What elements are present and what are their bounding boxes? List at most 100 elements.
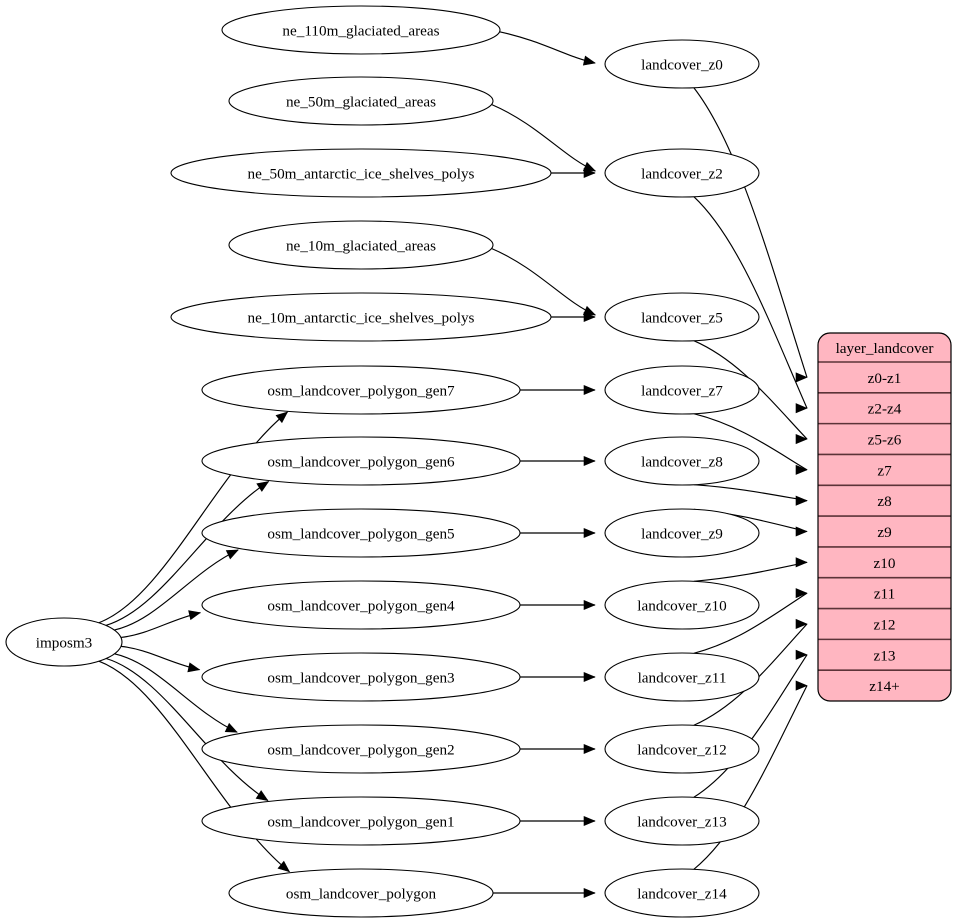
node-landcover_z9[interactable]: landcover_z9: [604, 508, 760, 558]
table-row-z2-z4[interactable]: z2-z4: [868, 401, 902, 418]
node-shape: [228, 220, 494, 270]
node-osm_landcover_polygon_gen6[interactable]: osm_landcover_polygon_gen6: [201, 436, 521, 486]
edge-imposm3-to-osm_landcover_polygon_gen2: [114, 653, 238, 733]
node-shape: [201, 436, 521, 486]
node-osm_landcover_polygon_gen7[interactable]: osm_landcover_polygon_gen7: [201, 365, 521, 415]
node-shape: [170, 148, 552, 198]
edge-imposm3-to-osm_landcover_polygon_gen3-arrowhead: [187, 662, 201, 673]
node-label: landcover_z12: [637, 742, 726, 759]
node-landcover_z0[interactable]: landcover_z0: [604, 39, 760, 89]
node-shape: [604, 365, 760, 415]
table-row-z9[interactable]: z9: [877, 524, 891, 541]
edge-imposm3-to-osm_landcover_polygon_gen7: [98, 411, 288, 624]
table-row-z5-z6[interactable]: z5-z6: [868, 432, 902, 449]
table-outline: [817, 332, 952, 702]
node-landcover_z11[interactable]: landcover_z11: [604, 652, 760, 702]
edge-landcover_z13-to-layer_landcover-z13-arrowhead: [795, 649, 808, 660]
node-landcover_z2[interactable]: landcover_z2: [604, 148, 760, 198]
node-label: ne_10m_antarctic_ice_shelves_polys: [248, 310, 475, 327]
node-landcover_z5[interactable]: landcover_z5: [604, 292, 760, 342]
node-osm_landcover_polygon_gen3[interactable]: osm_landcover_polygon_gen3: [201, 652, 521, 702]
edge-ne_10m_glaciated_areas-to-landcover_z5: [491, 247, 596, 316]
node-shape: [604, 148, 760, 198]
table-background: [818, 333, 951, 701]
node-label: osm_landcover_polygon_gen5: [267, 526, 454, 543]
table-row-z10[interactable]: z10: [874, 555, 896, 572]
node-landcover_z10[interactable]: landcover_z10: [604, 580, 760, 630]
edge-imposm3-to-osm_landcover_polygon_gen5-arrowhead: [225, 549, 239, 560]
node-ne_10m_antarctic_ice_shelves_polys[interactable]: ne_10m_antarctic_ice_shelves_polys: [170, 292, 552, 342]
node-shape: [201, 508, 521, 558]
edge-imposm3-to-osm_landcover_polygon_gen6-arrowhead: [256, 481, 270, 492]
edge-imposm3-to-osm_landcover_polygon_gen3: [120, 645, 200, 671]
edge-landcover_z10-to-layer_landcover-z10-arrowhead: [795, 557, 808, 568]
table-row-z14plus[interactable]: z14+: [869, 678, 900, 695]
node-landcover_z13[interactable]: landcover_z13: [604, 796, 760, 846]
table-row-z11[interactable]: z11: [874, 586, 895, 603]
edge-osm_landcover_polygon_gen3-to-landcover_z11-arrowhead: [583, 671, 596, 683]
node-shape: [604, 796, 760, 846]
node-ne_110m_glaciated_areas[interactable]: ne_110m_glaciated_areas: [221, 5, 501, 55]
node-landcover_z8[interactable]: landcover_z8: [604, 436, 760, 486]
node-shape: [604, 436, 760, 486]
edge-landcover_z11-to-layer_landcover-z11: [693, 592, 808, 654]
edge-landcover_z2-to-layer_landcover-z2-z4-arrowhead: [795, 403, 808, 414]
edge-osm_landcover_polygon_gen4-to-landcover_z10-arrowhead: [583, 599, 596, 611]
table-row-z12[interactable]: z12: [874, 616, 896, 633]
edge-landcover_z0-to-layer_landcover-z0-z1-arrowhead: [795, 372, 808, 383]
edge-imposm3-to-osm_landcover_polygon_gen1-arrowhead: [255, 790, 269, 801]
table-row-z0-z1[interactable]: z0-z1: [868, 370, 902, 387]
node-shape: [201, 365, 521, 415]
node-ne_10m_glaciated_areas[interactable]: ne_10m_glaciated_areas: [228, 220, 494, 270]
table-header-label: layer_landcover: [836, 340, 934, 357]
node-landcover_z14[interactable]: landcover_z14: [604, 868, 760, 918]
node-label: osm_landcover_polygon_gen7: [267, 383, 455, 400]
table-body: [818, 333, 951, 701]
nodes-layer: imposm3 ne_110m_glaciated_areas ne_50m_gla…: [5, 5, 760, 918]
node-label: osm_landcover_polygon_gen6: [267, 454, 455, 471]
node-osm_landcover_polygon_gen5[interactable]: osm_landcover_polygon_gen5: [201, 508, 521, 558]
node-imposm3[interactable]: imposm3: [5, 617, 123, 667]
edge-ne_10m_antarctic_ice_shelves_polys-to-landcover_z5-arrowhead: [583, 311, 596, 323]
node-label: osm_landcover_polygon: [286, 886, 437, 903]
edge-imposm3-to-osm_landcover_polygon_gen4: [120, 612, 201, 638]
node-shape: [604, 508, 760, 558]
node-label: landcover_z2: [641, 166, 723, 183]
node-osm_landcover_polygon[interactable]: osm_landcover_polygon: [228, 868, 494, 918]
edge-landcover_z11-to-layer_landcover-z11-arrowhead: [795, 588, 808, 599]
node-landcover_z12[interactable]: landcover_z12: [604, 724, 760, 774]
edge-imposm3-to-osm_landcover_polygon-arrowhead: [277, 860, 291, 873]
node-shape: [604, 868, 760, 918]
edge-osm_landcover_polygon_gen6-to-landcover_z8-arrowhead: [583, 455, 596, 467]
table-row-z8[interactable]: z8: [877, 493, 892, 510]
node-label: osm_landcover_polygon_gen4: [267, 598, 455, 615]
node-osm_landcover_polygon_gen4[interactable]: osm_landcover_polygon_gen4: [201, 580, 521, 630]
node-shape: [201, 796, 521, 846]
node-osm_landcover_polygon_gen1[interactable]: osm_landcover_polygon_gen1: [201, 796, 521, 846]
node-label: landcover_z10: [637, 598, 727, 615]
table-row-z7[interactable]: z7: [877, 462, 892, 479]
table-row-z13[interactable]: z13: [874, 647, 896, 664]
edge-landcover_z14-to-layer_landcover-z14-: [693, 685, 808, 870]
edge-landcover_z14-to-layer_landcover-z14--arrowhead: [795, 680, 808, 691]
node-shape: [604, 292, 760, 342]
layer-landcover-table[interactable]: layer_landcover z0-z1 z2-z4 z5-z6 z7 z8 z9 z10 z…: [817, 332, 952, 702]
edge-landcover_z7-to-layer_landcover-z7: [693, 413, 808, 471]
node-label: osm_landcover_polygon_gen2: [267, 742, 454, 759]
node-landcover_z7[interactable]: landcover_z7: [604, 365, 760, 415]
edge-imposm3-to-osm_landcover_polygon_gen4-arrowhead: [188, 610, 202, 621]
edge-ne_50m_antarctic_ice_shelves_polys-to-landcover_z2-arrowhead: [583, 167, 596, 179]
node-label: landcover_z8: [641, 454, 723, 471]
node-ne_50m_glaciated_areas[interactable]: ne_50m_glaciated_areas: [228, 76, 494, 126]
node-osm_landcover_polygon_gen2[interactable]: osm_landcover_polygon_gen2: [201, 724, 521, 774]
edge-landcover_z12-to-layer_landcover-z12-arrowhead: [795, 618, 808, 630]
edge-imposm3-to-osm_landcover_polygon: [98, 660, 290, 873]
node-ne_50m_antarctic_ice_shelves_polys[interactable]: ne_50m_antarctic_ice_shelves_polys: [170, 148, 552, 198]
node-label: landcover_z13: [637, 814, 726, 831]
edge-imposm3-to-osm_landcover_polygon_gen7-arrowhead: [275, 411, 289, 424]
edge-landcover_z8-to-layer_landcover-z8-arrowhead: [795, 495, 808, 506]
edge-osm_landcover_polygon-to-landcover_z14-arrowhead: [583, 887, 596, 899]
edge-landcover_z5-to-layer_landcover-z5-z6-arrowhead: [795, 433, 808, 445]
edge-landcover_z8-to-layer_landcover-z8: [693, 484, 808, 502]
